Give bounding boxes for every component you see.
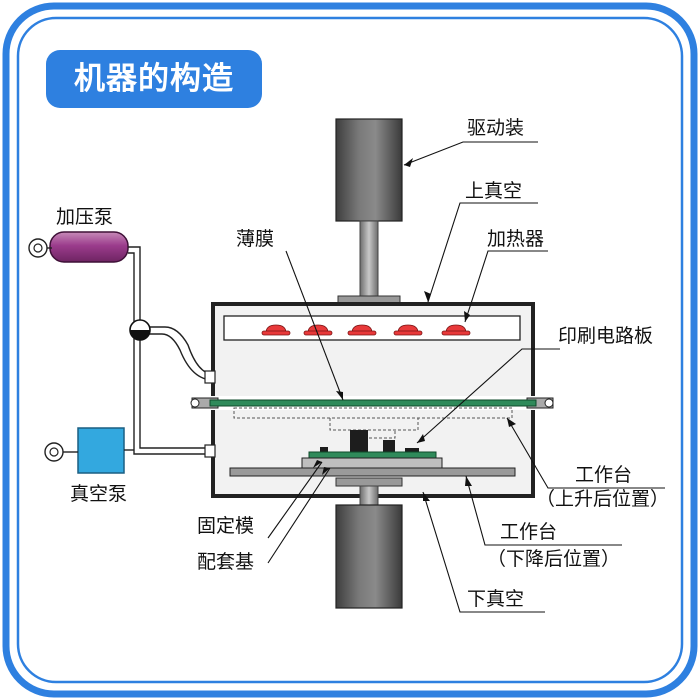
label-drive: 驱动装 [467,117,525,139]
label-fixed-mold: 固定模 [197,515,255,537]
pressure-pump [49,231,129,263]
lower-drive-cylinder [335,504,403,609]
table-up-dashed [233,407,513,419]
label-table-up-position: （上升后位置） [536,488,670,510]
upper-drive-rod [359,220,379,298]
inner-frame [16,16,684,684]
work-table [229,467,516,477]
label-film: 薄膜 [236,228,275,250]
upper-drive-cylinder [335,118,403,222]
label-upper-vacuum: 上真空 [465,180,523,202]
label-table-down: 工作台 [500,521,558,543]
component-small [383,440,395,452]
label-matching-base: 配套基 [197,551,255,573]
title-badge [46,50,262,108]
label-pcb: 印刷电路板 [558,325,654,347]
component-chip [350,430,368,452]
film-sheet [209,399,537,407]
label-lower-vacuum: 下真空 [467,588,525,610]
vacuum-pump [77,427,125,474]
label-vacuum-pump: 真空泵 [70,483,128,505]
pcb-board [308,451,437,459]
label-heater: 加热器 [487,228,545,250]
lower-drive-rod [359,485,379,507]
page-title: 机器的构造 [74,61,234,97]
label-pressure-pump: 加压泵 [56,206,114,228]
label-table-down-position: （下降后位置） [487,548,621,570]
fixed-mold-block [301,457,443,469]
lower-drive-flange [335,477,403,487]
label-table-up: 工作台 [575,464,633,486]
